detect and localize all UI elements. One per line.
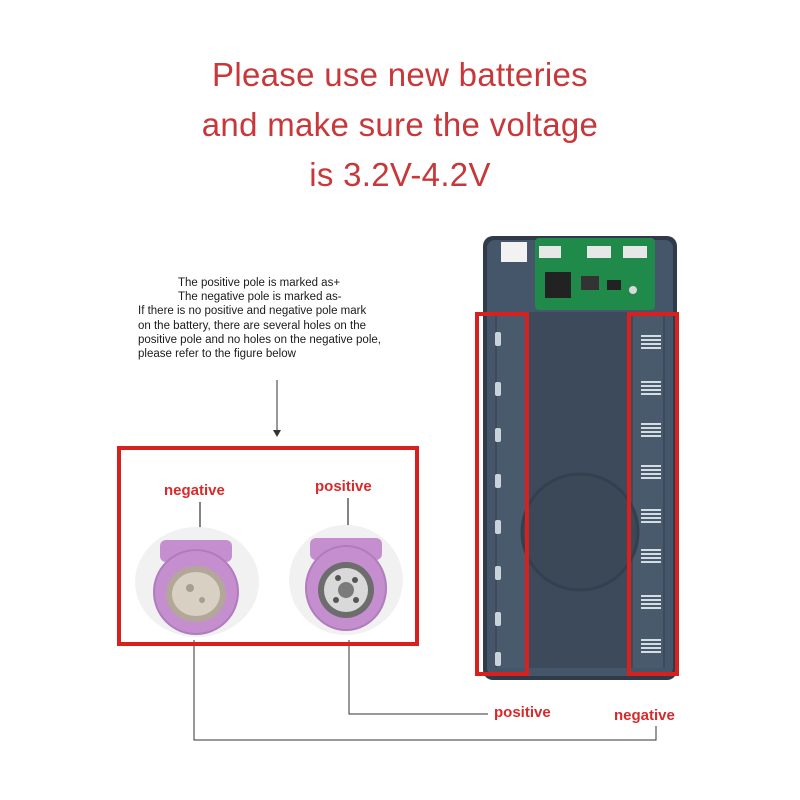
instruction-negative-mark: The negative pole is marked as- [178,291,342,304]
battery-callout-box [117,446,419,646]
instruction-line-4: on the battery, there are several holes … [138,319,367,332]
headline-line-2: and make sure the voltage [201,106,599,143]
wireless-coil [520,472,640,592]
negative-battery-image [135,527,259,637]
instruction-line-3: If there is no positive and negative pol… [138,305,367,318]
instructions-text: The positive pole is marked as+ The nega… [138,276,458,361]
negative-side-highlight [627,312,679,676]
headline: Please use new batteries and make sure t… [0,50,800,200]
positive-connector [348,640,488,715]
instruction-line-6: please refer to the figure below [138,348,296,361]
positive-battery-image [289,525,403,635]
callout-negative-label: negative [164,482,225,499]
headline-line-1: Please use new batteries [212,56,588,93]
positive-side-highlight [475,312,529,676]
instruction-line-5: positive pole and no holes on the negati… [138,333,381,346]
callout-positive-label: positive [315,478,372,495]
down-arrow-head [273,430,281,437]
device-negative-label: negative [614,707,675,724]
instruction-positive-mark: The positive pole is marked as+ [178,277,341,289]
device-positive-label: positive [494,704,551,721]
headline-line-3: is 3.2V-4.2V [309,156,491,193]
power-bank-image [475,236,679,680]
